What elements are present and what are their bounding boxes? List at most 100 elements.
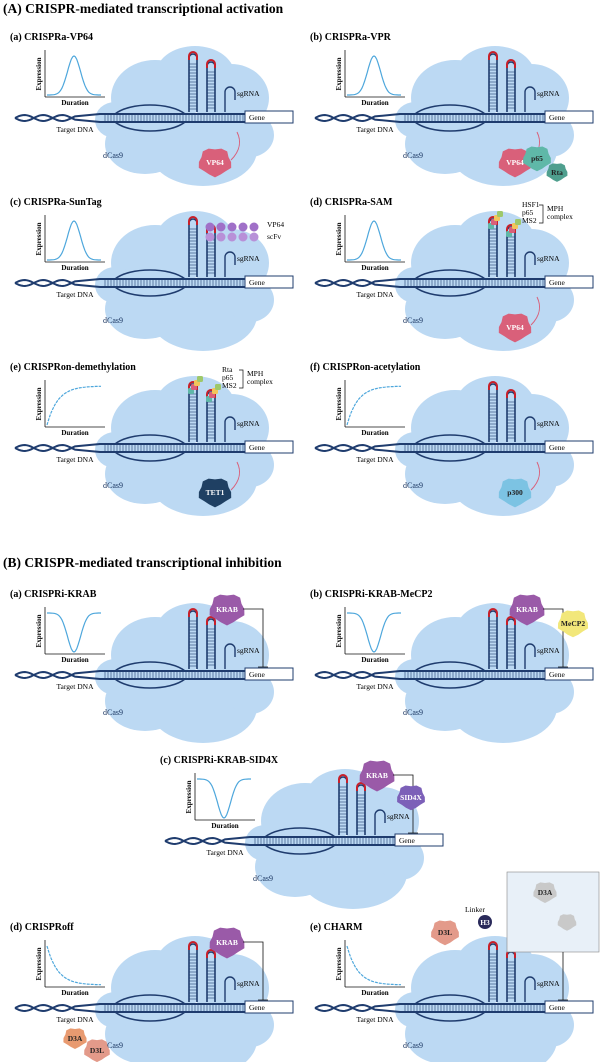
sgrna-hairpin (506, 59, 516, 112)
sgrna-label: sgRNA (537, 254, 560, 263)
gene-box (544, 275, 594, 289)
sgrna-hairpin (338, 774, 348, 835)
mecp2-label: MeCP2 (561, 619, 585, 628)
sgrna-label: sgRNA (237, 646, 260, 655)
target-dna (14, 434, 260, 462)
krab-label: KRAB (216, 605, 238, 614)
target-dna-label: Target DNA (356, 125, 394, 134)
linker (230, 461, 240, 491)
d3a-label: D3A (538, 888, 553, 897)
sgrna-tail (224, 643, 236, 669)
panel-title: (e) CRISPRon-demethylation (10, 362, 136, 373)
gene-box (244, 667, 294, 681)
rta-label: Rta (551, 168, 563, 177)
sgrna-hairpin (188, 941, 198, 1002)
mph-label-line2: complex (547, 212, 573, 221)
expression-curve (46, 945, 101, 986)
panel-a-c: (c) CRISPRa-SunTagdCas9ExpressionDuratio… (10, 197, 294, 351)
krab-protein (209, 927, 245, 959)
dcas9-label: dCas9 (253, 874, 273, 883)
target-dna-label: Target DNA (356, 290, 394, 299)
p300-label: p300 (507, 488, 523, 497)
sgrna-tail (224, 86, 236, 112)
sgrna-tail (524, 416, 536, 442)
repression-arrow (543, 608, 568, 668)
panel-title: (a) CRISPRa-VP64 (10, 32, 93, 43)
sid4x-protein (397, 785, 425, 811)
adapter-bead (215, 384, 221, 390)
target-dna (14, 994, 260, 1022)
tet1-label: TET1 (206, 488, 225, 497)
duration-axis-label: Duration (61, 99, 88, 107)
expression-axis-label: Expression (35, 57, 43, 90)
p65-label: p65 (522, 208, 534, 217)
vp64-label: VP64 (506, 323, 524, 332)
mph-bracket (239, 369, 244, 389)
target-dna (314, 104, 560, 132)
duration-axis-label: Duration (361, 429, 388, 437)
vp64-tag-label: VP64 (267, 220, 284, 229)
duration-axis-label: Duration (61, 989, 88, 997)
section-title-inhibition: (B) CRISPR-mediated transcriptional inhi… (3, 555, 282, 570)
target-dna (314, 994, 560, 1022)
duration-axis-label: Duration (61, 429, 88, 437)
mph-label-line2: complex (247, 377, 273, 386)
duration-axis-label: Duration (211, 822, 238, 830)
panel-title: (f) CRISPRon-acetylation (310, 362, 421, 373)
duration-axis-label: Duration (361, 989, 388, 997)
expression-curve (47, 220, 101, 261)
target-dna-label: Target DNA (356, 1015, 394, 1024)
panel-b-d: (d) CRISPRoffdCas9ExpressionDurationTarg… (10, 922, 294, 1062)
target-dna (314, 269, 560, 297)
sgrna-hairpin (488, 941, 498, 1002)
rta-label: Rta (222, 365, 233, 374)
sgrna-label: sgRNA (237, 419, 260, 428)
expression-curve (347, 220, 401, 261)
expression-curve (47, 55, 101, 96)
panel-a-d: (d) CRISPRa-SAMdCas9ExpressionDurationTa… (310, 197, 594, 351)
duration-axis-label: Duration (361, 656, 388, 664)
tet1-protein (198, 478, 232, 508)
dcas9-label: dCas9 (403, 1041, 423, 1050)
krab-label: KRAB (216, 938, 238, 947)
sgrna-label: sgRNA (237, 979, 260, 988)
ms2-label: MS2 (222, 381, 237, 390)
duration-axis-label: Duration (61, 264, 88, 272)
krab-protein (359, 760, 395, 792)
expression-axis-label: Expression (335, 57, 343, 90)
dcas9-label: dCas9 (103, 151, 123, 160)
sgrna-hairpin (188, 608, 198, 669)
expression-curve (46, 385, 101, 426)
panel-title: (d) CRISPRoff (10, 922, 74, 933)
h3-label: H3 (480, 918, 490, 927)
duration-axis-label: Duration (361, 264, 388, 272)
scfv-label: scFv (267, 232, 281, 241)
target-dna-label: Target DNA (56, 290, 94, 299)
panel-title: (b) CRISPRa-VPR (310, 32, 392, 43)
gene-label: Gene (399, 836, 415, 845)
gene-label: Gene (249, 113, 265, 122)
gene-box (544, 110, 594, 124)
sgrna-tail (524, 643, 536, 669)
sgrna-tail (524, 251, 536, 277)
gene-label: Gene (549, 278, 565, 287)
krab-protein (509, 594, 545, 626)
p65-label: p65 (531, 154, 543, 163)
sgrna-label: sgRNA (387, 812, 410, 821)
target-dna-label: Target DNA (56, 1015, 94, 1024)
sgrna-tail (224, 416, 236, 442)
expression-axis-label: Expression (335, 947, 343, 980)
panel-a-e: (e) CRISPRon-demethylationdCas9Expressio… (10, 362, 294, 516)
panel-title: (e) CHARM (310, 922, 363, 933)
vp64-protein (198, 148, 232, 178)
vp64-protein (498, 148, 532, 178)
sgrna-tail (224, 976, 236, 1002)
d3l-protein (84, 1039, 110, 1062)
adapter-bead (197, 376, 203, 382)
expression-axis-label: Expression (185, 780, 193, 813)
vp64-label: VP64 (506, 158, 524, 167)
